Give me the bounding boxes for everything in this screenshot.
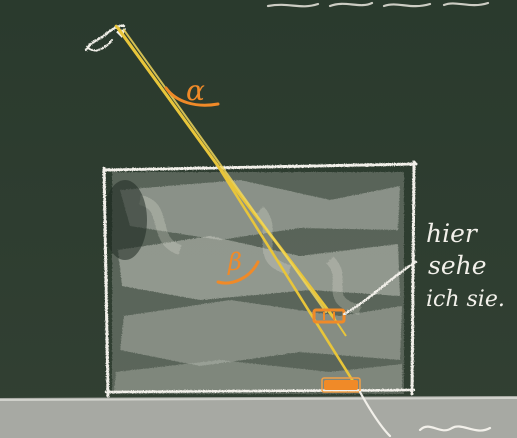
chalk-ledge-edge	[0, 397, 517, 401]
glass-block-smudge	[112, 172, 404, 394]
apparent-object-marker	[312, 308, 346, 324]
chalk-ledge	[0, 396, 517, 438]
angle-beta-arc	[216, 260, 260, 285]
board-stain	[103, 180, 147, 260]
real-object-marker	[321, 377, 361, 393]
angle-alpha-arc	[164, 86, 220, 107]
angle-alpha-label: α	[186, 74, 205, 107]
top-partial-writing	[266, 1, 490, 8]
glass-block-outline	[102, 160, 418, 398]
light-rays	[114, 24, 358, 388]
annotation-line-3: ich sie.	[426, 287, 505, 312]
annotation-line-2: sehe	[428, 251, 487, 280]
angle-beta-label: β	[227, 248, 242, 276]
bottom-partial-writing	[358, 390, 492, 438]
annotation-pointer	[342, 260, 418, 316]
annotation-line-1: hier	[426, 219, 479, 248]
